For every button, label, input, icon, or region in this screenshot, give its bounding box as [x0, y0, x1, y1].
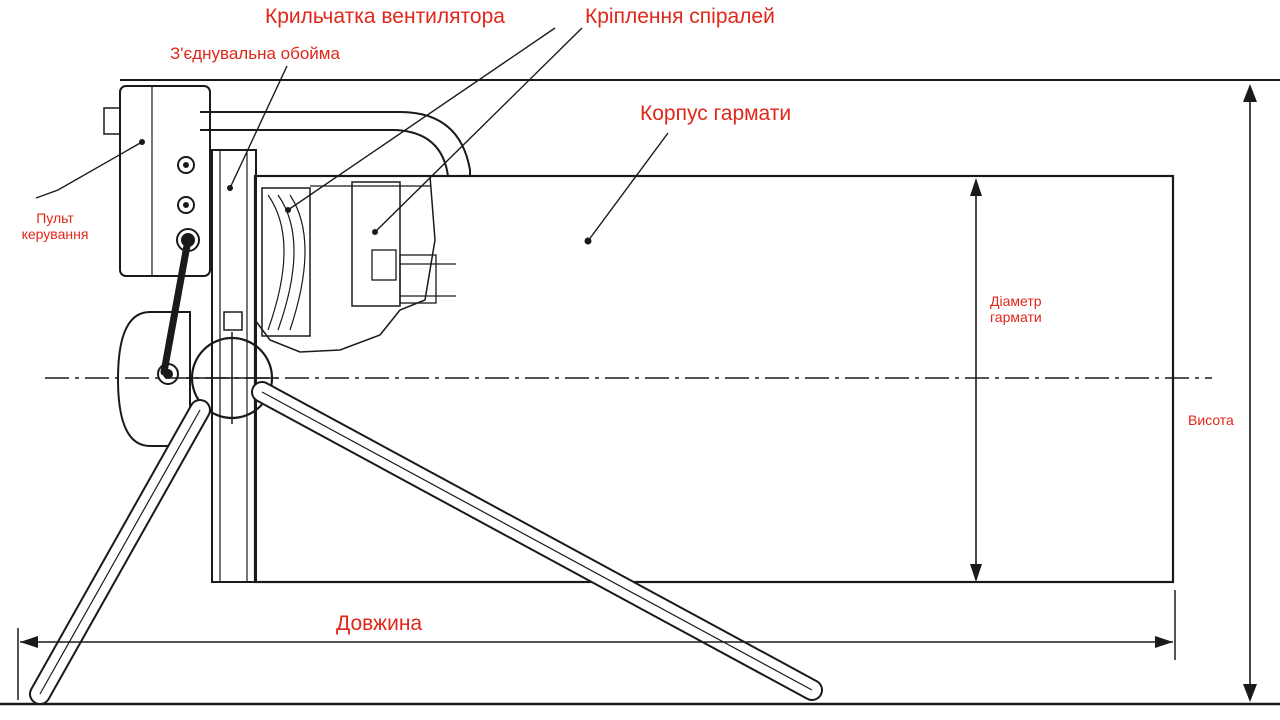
spiral-mount-shape	[351, 181, 401, 307]
control-panel-box	[119, 85, 211, 277]
label-fan-impeller: Крильчатка вентилятора	[265, 5, 505, 28]
control-rod	[160, 236, 192, 376]
label-connecting-ring: З'єднувальна обойма	[170, 44, 340, 63]
label-cannon-diameter-line1: Діаметр	[990, 293, 1042, 309]
leader-connecting-ring	[229, 65, 288, 189]
leader-cannon-body	[587, 132, 669, 242]
label-height: Висота	[1188, 412, 1234, 428]
label-control-panel: Пульт керування	[14, 210, 96, 242]
label-cannon-body: Корпус гармати	[640, 102, 792, 125]
panel-knob-1	[177, 156, 195, 174]
label-spiral-mount: Кріплення спіралей	[585, 5, 775, 28]
cannon-body-rect	[253, 174, 1175, 584]
panel-knob-2	[177, 196, 195, 214]
leader-spiral-mount	[374, 27, 583, 233]
fan-impeller-shape	[261, 187, 311, 337]
leader-fan-impeller	[287, 27, 556, 211]
connecting-ring-shape	[211, 149, 257, 583]
label-cannon-diameter: Діаметр гармати	[990, 293, 1042, 325]
label-length: Довжина	[336, 612, 423, 635]
motor-housing	[116, 311, 191, 447]
leader-control-panel	[35, 141, 143, 199]
top-handle	[200, 111, 471, 176]
label-control-panel-line1: Пульт	[36, 210, 74, 226]
label-control-panel-line2: керування	[21, 226, 89, 243]
label-cannon-diameter-line2: гармати	[990, 309, 1042, 326]
cutaway-region	[254, 175, 436, 353]
